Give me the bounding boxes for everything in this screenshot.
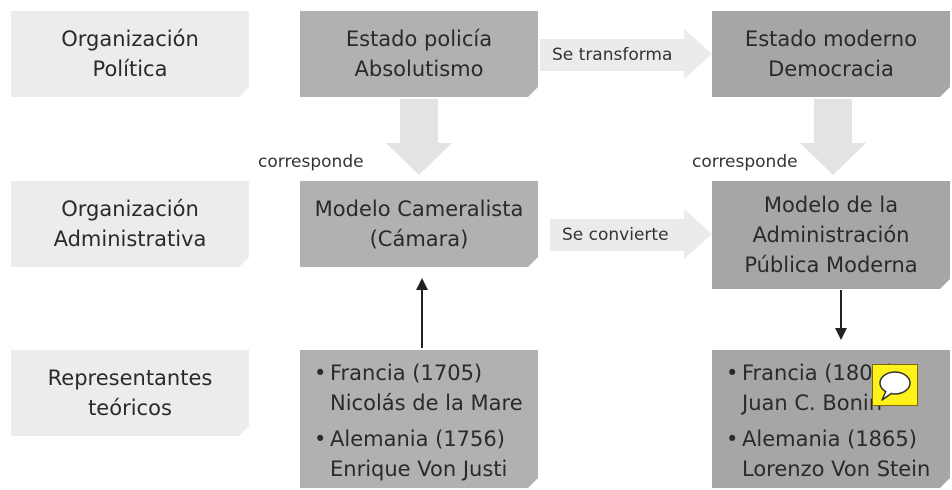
modern-state-box: Estado moderno Democracia [712, 11, 950, 97]
connector-up-line [421, 288, 423, 348]
bullet: • [726, 361, 739, 385]
modern-admin-line2: Administración [752, 223, 910, 247]
corresponds-label-left: corresponde [258, 152, 364, 172]
police-state-line2: Absolutismo [354, 57, 484, 81]
row-label-administrative-line2: Administrativa [53, 227, 207, 251]
modern-state-line1: Estado moderno [744, 27, 918, 51]
theorist-item: • Alemania (1756) Enrique Von Justi [314, 424, 523, 484]
row-label-administrative: Organización Administrativa [11, 181, 249, 267]
bullet: • [314, 427, 327, 451]
theorist-country: Alemania (1756) [330, 427, 505, 451]
theorist-name: Nicolás de la Mare [330, 391, 523, 415]
connector-up-arrowhead [416, 278, 428, 290]
theorist-country: Francia (1705) [330, 361, 483, 385]
modern-admin-model-box: Modelo de la Administración Pública Mode… [712, 181, 950, 289]
row-label-theorists: Representantes teóricos [11, 350, 249, 436]
cameralist-line1: Modelo Cameralista [314, 197, 524, 221]
transforms-label: Se transforma [552, 45, 673, 65]
row-label-theorists-line2: teóricos [88, 396, 172, 420]
theorist-country: Francia (1808) [742, 361, 895, 385]
corresponds-label-right: corresponde [692, 152, 798, 172]
cameralist-line2: (Cámara) [369, 227, 469, 251]
transforms-arrow: Se transforma [540, 29, 712, 79]
connector-down-arrowhead [835, 328, 847, 340]
converts-label: Se convierte [562, 225, 669, 245]
theorists-box-right: • Francia (1808) Juan C. Bonin • Alemani… [712, 350, 950, 488]
bullet: • [314, 361, 327, 385]
row-label-political: Organización Política [11, 11, 249, 97]
bullet: • [726, 427, 739, 451]
converts-arrowhead [684, 209, 712, 259]
theorist-name: Lorenzo Von Stein [742, 457, 931, 481]
row-label-political-line2: Política [92, 57, 168, 81]
cameralist-model-box: Modelo Cameralista (Cámara) [300, 181, 538, 267]
police-state-box: Estado policía Absolutismo [300, 11, 538, 97]
theorist-item: • Alemania (1865) Lorenzo Von Stein [726, 424, 930, 484]
police-state-line1: Estado policía [345, 27, 493, 51]
theorist-country: Alemania (1865) [742, 427, 917, 451]
connector-down-line [840, 290, 842, 330]
theorist-item: • Francia (1808) Juan C. Bonin [726, 358, 930, 418]
converts-arrow: Se convierte [550, 209, 712, 259]
modern-admin-line1: Modelo de la [763, 193, 899, 217]
transforms-arrowhead [684, 29, 712, 79]
row-label-administrative-line1: Organización [61, 197, 199, 221]
modern-state-line2: Democracia [768, 57, 894, 81]
modern-admin-line3: Pública Moderna [744, 253, 918, 277]
theorist-item: • Francia (1705) Nicolás de la Mare [314, 358, 523, 418]
theorist-name: Enrique Von Justi [330, 457, 508, 481]
speech-bubble-icon[interactable] [872, 364, 918, 406]
theorist-name: Juan C. Bonin [742, 391, 883, 415]
theorists-box-left: • Francia (1705) Nicolás de la Mare • Al… [300, 350, 538, 488]
row-label-political-line1: Organización [61, 27, 199, 51]
row-label-theorists-line1: Representantes [47, 366, 213, 390]
